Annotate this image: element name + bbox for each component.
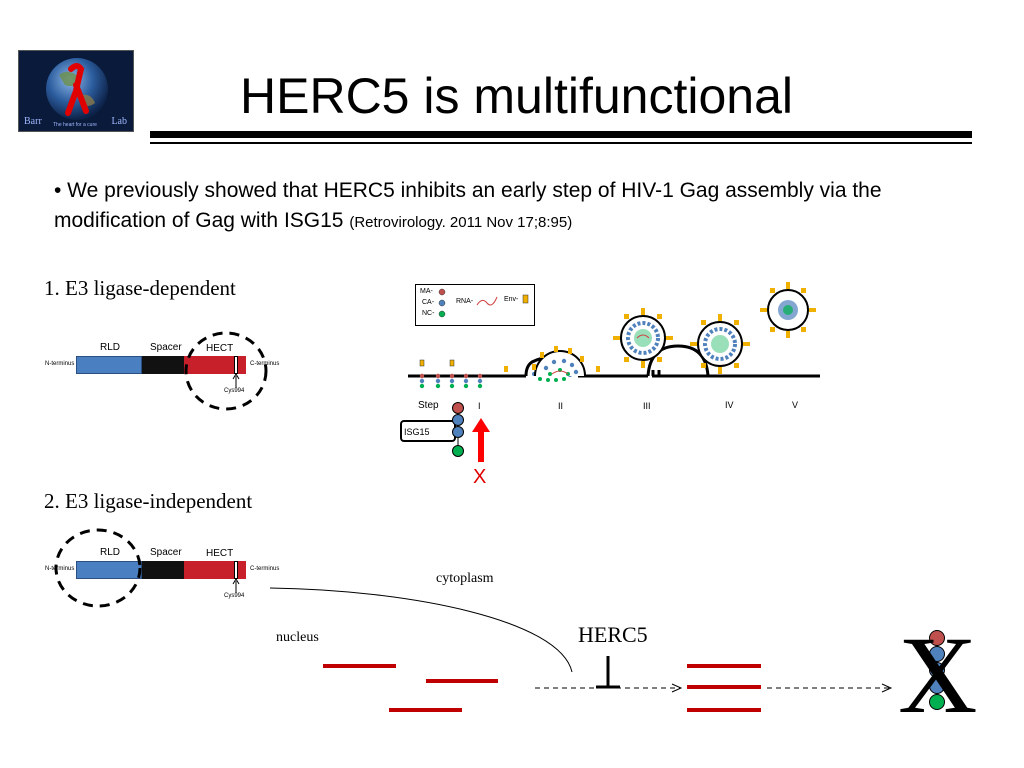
legend-rna: RNA-: [456, 298, 474, 305]
legend-gag-icon: [438, 288, 446, 318]
block-x-mark: X: [473, 466, 487, 488]
rld-domain: [76, 356, 142, 374]
hect-label: HECT: [206, 548, 234, 559]
legend-env: Env-: [504, 296, 519, 303]
logo-tagline: The heart for a cure: [53, 122, 97, 128]
barr-lab-logo: Barr The heart for a cure Lab: [18, 50, 134, 132]
hect-label: HECT: [206, 343, 234, 354]
gag-assembly-diagram: MA- CA- NC- RNA- Env-: [400, 280, 840, 495]
hect-highlight-circle: [184, 331, 268, 411]
legend-nc: NC-: [422, 310, 435, 317]
slide-title: HERC5 is multifunctional: [240, 68, 793, 124]
cys-site: [234, 561, 238, 579]
membrane-virions: [408, 282, 820, 389]
spacer-label: Spacer: [150, 342, 182, 353]
rld-highlight-circle: [54, 528, 142, 608]
title-rule-thin: [150, 142, 972, 144]
step-label: Step: [418, 400, 439, 411]
spacer-domain: [142, 561, 184, 579]
red-up-arrow-icon: [472, 418, 490, 462]
bullet-text: • We previously showed that HERC5 inhibi…: [54, 179, 882, 232]
reference-citation: (Retrovirology. 2011 Nov 17;8:95): [349, 214, 573, 231]
isg15-label: ISG15: [404, 427, 430, 437]
c-terminus-label: C-terminus: [250, 566, 280, 572]
hect-domain: [184, 356, 246, 374]
legend-ma: MA-: [420, 288, 433, 295]
nucleus-label: nucleus: [276, 630, 319, 645]
hect-domain: [184, 561, 246, 579]
section2-heading: 2. E3 ligase-independent: [44, 489, 253, 513]
rld-label: RLD: [100, 547, 121, 558]
section1-heading: 1. E3 ligase-dependent: [44, 276, 236, 300]
step-iv: IV: [725, 400, 734, 410]
logo-left-text: Barr: [24, 116, 42, 127]
n-terminus-label: N-terminus: [45, 361, 75, 367]
logo-right-text: Lab: [111, 116, 127, 127]
spacer-label: Spacer: [150, 547, 182, 558]
env-icon: [522, 294, 529, 304]
rld-domain: [76, 561, 142, 579]
step-ii: II: [558, 401, 564, 411]
bullet-point: • We previously showed that HERC5 inhibi…: [54, 176, 914, 238]
herc5-label: HERC5: [578, 622, 648, 647]
cys-arrow-icon: [232, 374, 240, 388]
isg15-tag: ISG15: [400, 420, 456, 442]
cys-label: Cys994: [224, 388, 245, 394]
step-iii: III: [643, 401, 651, 411]
earth-ribbon-icon: [46, 58, 108, 120]
cytoplasm-label: cytoplasm: [436, 571, 494, 586]
assembly-legend: MA- CA- NC- RNA- Env-: [415, 284, 535, 326]
herc5-domain-diagram-1: RLD Spacer HECT N-terminus C-terminus Cy…: [40, 330, 290, 415]
rld-label: RLD: [100, 342, 121, 353]
cys-label: Cys994: [224, 593, 245, 599]
step-v: V: [792, 400, 799, 410]
title-rule-thick: [150, 131, 972, 138]
step-i: I: [478, 401, 481, 411]
herc5-export-schematic: [269, 587, 945, 712]
cys-arrow-icon: [232, 579, 240, 593]
n-terminus-label: N-terminus: [45, 566, 75, 572]
legend-ca: CA-: [422, 299, 435, 306]
isg15-gag-icon: [452, 402, 464, 457]
rna-icon: [476, 296, 498, 306]
gag-stack-icon: [929, 630, 945, 710]
block-x-mark-large: X: [898, 614, 978, 736]
spacer-domain: [142, 356, 184, 374]
herc5-domain-diagram-2: RLD Spacer HECT N-terminus C-terminus Cy…: [40, 535, 290, 620]
c-terminus-label: C-terminus: [250, 361, 280, 367]
